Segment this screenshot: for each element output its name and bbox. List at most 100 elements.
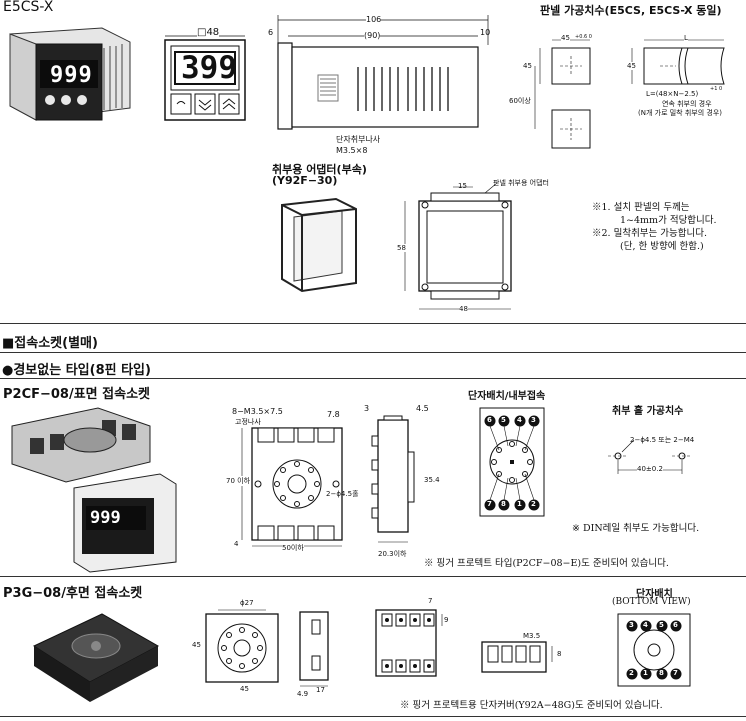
cutout-note-a: 연속 취부의 경우 [662, 100, 712, 108]
terminal-size: M3.5×8 [336, 146, 368, 155]
p3g-photo [32, 613, 160, 702]
adapter-dim-48: 48 [459, 305, 468, 313]
sockets-title: ■접속소켓(별매) [2, 336, 98, 351]
p2cf-dim-3: 3 [364, 404, 370, 413]
p2cf-title: P2CF−08/표면 접속소켓 [3, 387, 151, 402]
note-top-3: ※2. 밀착취부는 가능합니다. [592, 228, 708, 239]
adapter-title: 취부용 어댑터(부속) [272, 163, 367, 176]
p2cf-dim-hole: 2−ϕ4.5홀 [326, 490, 359, 498]
p3g-pinout-title: 단자배치 [636, 589, 673, 600]
p3g-dim-45v: 45 [192, 641, 201, 649]
terminal-label: 단자취부나사 [336, 135, 381, 144]
p3g-dim-49: 4.9 [297, 690, 309, 698]
p3g-pin-top-2: 4 [643, 621, 648, 629]
p2cf-side-drawing [371, 415, 415, 543]
p2cf-dim-70: 70 이하 [226, 476, 251, 486]
adapter-model: (Y92F−30) [272, 174, 338, 187]
adapter-label: 판넬 취부용 어댑터 [493, 179, 549, 187]
p2cf-dim-50: 50이하 [282, 543, 304, 553]
p3g-dim-8: 8 [557, 650, 562, 658]
cutout-note-b: (N개 가로 밀착 취부의 경우) [638, 109, 722, 117]
p2cf-screw: 8−M3.5×7.5 [232, 407, 283, 416]
p3g-pinout-drawing [617, 613, 691, 687]
panel-cutout-title: 판넬 가공치수(E5CS, E5CS-X 동일) [540, 4, 722, 17]
p2cf-front-drawing [241, 427, 343, 547]
adapter-photo [281, 197, 357, 293]
adapter-dim-58: 58 [397, 244, 406, 252]
cutout-tol: +0.6 0 [575, 34, 592, 40]
p3g-dim-45h: 45 [240, 685, 249, 693]
p2cf-photo [11, 407, 177, 573]
side-depth-dim: (90) [364, 31, 381, 40]
side-left-dim: 6 [268, 28, 274, 37]
p3g-dim-27: ϕ27 [240, 599, 254, 607]
p3g-pin-top-3: 5 [659, 621, 664, 629]
cutout-dim-45-top: 45 [561, 34, 570, 42]
front-dim: □48 [197, 27, 220, 38]
p3g-pin-bot-3: 8 [659, 669, 664, 677]
p3g-pin-bot-4: 7 [673, 669, 678, 677]
p3g-dim-m35: M3.5 [523, 632, 541, 640]
p2cf-pinout-title: 단자배치/내부접속 [468, 391, 546, 402]
cutout-dim-45-left: 45 [523, 62, 532, 70]
rule-5 [0, 716, 746, 717]
p2cf-pin-bot-3: 1 [517, 500, 522, 508]
side-width-dim: 106 [366, 15, 382, 24]
e5csx-front-view [164, 39, 246, 121]
p2cf-mount-dim: 40±0.2 [637, 465, 663, 473]
cutout-dim-60: 60이상 [509, 96, 531, 106]
cutout-dim-L: L [684, 34, 688, 42]
p2cf-photo-digits: 999 [90, 508, 121, 528]
p3g-pin-top-1: 3 [629, 621, 634, 629]
p3g-terminal-drawing [481, 641, 553, 673]
rule-2 [0, 352, 746, 353]
rule-4 [0, 576, 746, 577]
cutout-dim-45-right: 45 [627, 62, 636, 70]
p2cf-dim-78: 7.8 [327, 410, 340, 419]
e5csx-photo [9, 27, 131, 121]
p2cf-dim-354: 35.4 [424, 476, 440, 484]
p2cf-screw2: 고정나사 [235, 418, 261, 426]
p2cf-pin-top-4: 3 [531, 416, 536, 424]
p2cf-pin-top-3: 4 [517, 416, 522, 424]
p2cf-pin-top-2: 5 [501, 416, 506, 424]
p3g-dim-7: 7 [428, 597, 433, 605]
rule-3 [0, 378, 746, 379]
p3g-finger-note: ※ 핑거 프로텍트용 단자커버(Y92A−48G)도 준비되어 있습니다. [400, 700, 663, 711]
p2cf-pin-bot-1: 7 [487, 500, 492, 508]
p2cf-mount-hole: 2−ϕ4.5 또는 2−M4 [630, 436, 695, 444]
e5csx-title: E5CS-X [3, 0, 54, 15]
p2cf-pin-bot-4: 2 [531, 500, 536, 508]
p3g-front-drawing [205, 609, 279, 683]
e5csx-side-view [277, 15, 489, 130]
p2cf-pinout-drawing [479, 407, 545, 517]
p3g-pin-bot-1: 2 [629, 669, 634, 677]
p2cf-dim-4: 4 [234, 540, 239, 548]
p3g-dim-17: 17 [316, 686, 325, 694]
p3g-title: P3G−08/후면 접속소켓 [3, 586, 143, 601]
p2cf-mount-title: 취부 홀 가공치수 [612, 406, 684, 417]
p2cf-dim-203: 20.3이하 [378, 550, 407, 558]
p2cf-din-note: ※ DIN레일 취부도 가능합니다. [572, 523, 700, 534]
panel-cutout-drawing [534, 39, 725, 149]
cutout-formula: L=(48×N−2.5) [646, 90, 699, 98]
p3g-bottom-drawing [375, 609, 443, 677]
adapter-drawing [404, 182, 512, 310]
p2cf-dim-45: 4.5 [416, 404, 429, 413]
rule-1 [0, 323, 746, 324]
note-top-2: 1~4mm가 적당합니다. [620, 215, 717, 226]
adapter-dim-15: 15 [458, 182, 467, 190]
side-right-dim: 10 [480, 28, 491, 37]
note-top-1: ※1. 설치 판넬의 두께는 [592, 202, 690, 213]
note-top-4: (단, 한 방향에 한함.) [620, 241, 704, 252]
p3g-pin-bot-2: 1 [643, 669, 648, 677]
cutout-formula-tol: +1 0 [710, 86, 723, 92]
p2cf-pin-bot-2: 8 [501, 500, 506, 508]
sockets-subtitle: ●경보없는 타입(8핀 타입) [2, 363, 151, 378]
front-digits: 399 [181, 50, 237, 86]
p3g-pin-top-4: 6 [673, 621, 678, 629]
p2cf-finger-note: ※ 핑거 프로텍트 타입(P2CF−08−E)도 준비되어 있습니다. [424, 558, 669, 569]
p3g-side-drawing [299, 611, 329, 687]
p3g-dim-9: 9 [444, 616, 449, 624]
p2cf-pin-top-1: 6 [487, 416, 492, 424]
